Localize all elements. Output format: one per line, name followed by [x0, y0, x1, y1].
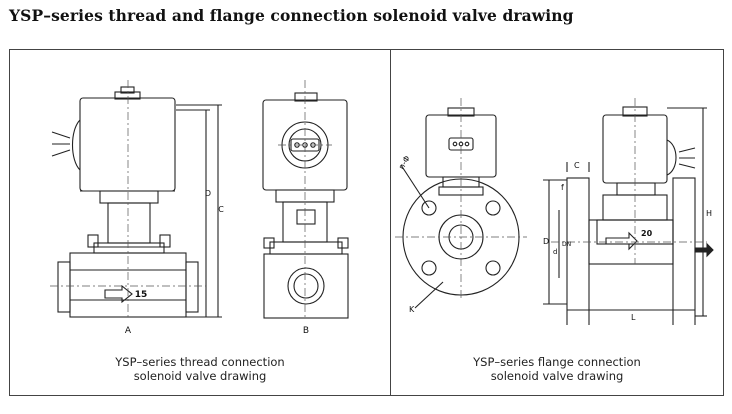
flange-connection-panel: n-Φ K C f D d DN H L 20 YSP–series flang…: [390, 49, 724, 396]
d-label: d: [553, 248, 557, 256]
right-flange: [672, 177, 696, 325]
DN-label: DN: [562, 241, 571, 248]
dim-label-B: B: [303, 326, 309, 336]
page-title: YSP–series thread and flange connection …: [9, 6, 574, 25]
body-side: [263, 253, 349, 319]
f-label: f: [561, 183, 564, 192]
thread-caption-line1: YSP–series thread connection: [115, 355, 285, 369]
flange-valve-drawing: n-Φ K C f D d DN H L 20: [395, 98, 714, 325]
flange-port-label: 20: [641, 229, 653, 238]
flange-caption-line1: YSP–series flange connection: [473, 355, 641, 369]
flange-caption-line2: solenoid valve drawing: [490, 369, 624, 383]
H-label: H: [706, 209, 712, 218]
n-phi-label: n-Φ: [397, 154, 412, 171]
K-label: K: [409, 305, 415, 314]
L-label: L: [631, 313, 636, 322]
thread-caption-line2: solenoid valve drawing: [133, 369, 267, 383]
dim-label-A: A: [125, 326, 132, 336]
thread-valve-drawing: [50, 80, 349, 319]
thread-connection-panel: A B D C 15 YSP–series thread connection …: [9, 49, 391, 396]
C-label: C: [574, 161, 580, 170]
D-label: D: [543, 237, 549, 246]
coil-front: [79, 97, 176, 192]
left-flange: [566, 177, 590, 325]
